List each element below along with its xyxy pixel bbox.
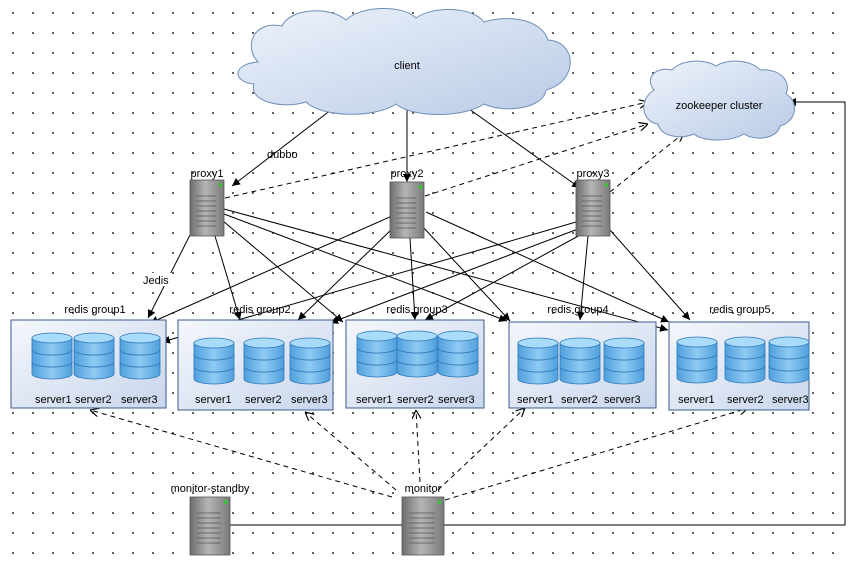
monitor-server	[401, 496, 445, 556]
monitor-standby-label: monitor-standby	[171, 483, 250, 495]
server-label: server1	[35, 394, 72, 406]
database-icon	[396, 330, 438, 378]
database-icon	[517, 337, 559, 385]
edge-proxy2-group4	[422, 226, 511, 322]
server-label: server3	[604, 394, 641, 406]
redis-group-label: redis group1	[64, 304, 125, 316]
server-label: server3	[772, 394, 809, 406]
server-label: server2	[727, 394, 764, 406]
redis-group-label: redis group4	[547, 304, 608, 316]
server-label: server2	[397, 394, 434, 406]
proxy3-label: proxy3	[576, 168, 609, 180]
dubbo-label: dubbo	[267, 149, 298, 161]
edge-proxy2-group2	[297, 227, 394, 321]
database-icon	[31, 332, 73, 380]
database-icon	[559, 337, 601, 385]
proxy1-label: proxy1	[190, 168, 223, 180]
database-icon	[73, 332, 115, 380]
server-label: server1	[195, 394, 232, 406]
proxy1-server	[189, 179, 225, 237]
zookeeper-cloud: zookeeper cluster	[643, 60, 795, 141]
edge-proxy2-zookeeper	[424, 124, 648, 197]
edge-proxy1-group2	[214, 235, 242, 321]
database-icon	[768, 336, 810, 384]
edge-monitor-group3	[416, 410, 420, 483]
redis-group-2: redis group2 server1 server2 server3	[177, 304, 334, 411]
edge-proxy1-zookeeper	[224, 102, 648, 199]
edge-proxy2-group3	[409, 237, 419, 321]
edge-monitor-zookeeper	[444, 98, 846, 526]
edge-client-proxy1	[231, 102, 341, 187]
server-label: server2	[561, 394, 598, 406]
redis-group-5: redis group5 server1 server2 server3	[668, 304, 810, 411]
server-label: server3	[438, 394, 475, 406]
redis-group-4: redis group4 server1 server2 server3	[508, 304, 657, 409]
edge-proxy1-group5	[223, 208, 669, 332]
server-label: server1	[356, 394, 393, 406]
database-icon	[603, 337, 645, 385]
proxy2-server	[389, 181, 425, 239]
client-cloud: client	[237, 8, 571, 115]
edge-proxy3-group5	[609, 229, 691, 321]
edge-proxy2-group5	[425, 211, 670, 323]
database-icon	[289, 337, 331, 385]
edge-proxy1-group3	[222, 220, 344, 323]
redis-group-label: redis group2	[229, 304, 290, 316]
database-icon	[724, 336, 766, 384]
database-icon	[437, 330, 479, 378]
edge-monitor-group1	[90, 410, 393, 498]
edge-proxy3-zookeeper	[609, 133, 684, 193]
edge-client-proxy3	[461, 103, 581, 189]
edge-proxy2-group1	[149, 215, 393, 324]
connectors	[90, 98, 846, 526]
database-icon	[243, 337, 285, 385]
edge-proxy3-group3	[424, 233, 583, 321]
redis-group-3: redis group3 server1 server2 server3	[345, 304, 485, 409]
jedis-label-bg	[140, 273, 172, 286]
client-label: client	[394, 60, 420, 72]
edge-monitor-group4	[437, 408, 525, 491]
database-icon	[676, 336, 718, 384]
server-label: server2	[245, 394, 282, 406]
zookeeper-label: zookeeper cluster	[676, 100, 763, 112]
server-label: server1	[517, 394, 554, 406]
edge-monitor-group5	[444, 408, 748, 501]
redis-group-label: redis group3	[386, 304, 447, 316]
server-label: server2	[75, 394, 112, 406]
server-label: server1	[678, 394, 715, 406]
database-icon	[119, 332, 161, 380]
server-label: server3	[291, 394, 328, 406]
database-icon	[356, 330, 398, 378]
redis-group-label: redis group5	[709, 304, 770, 316]
edge-proxy3-group2	[329, 228, 579, 324]
server-label: server3	[121, 394, 158, 406]
monitor-label: monitor	[405, 483, 442, 495]
proxy2-label: proxy2	[390, 168, 423, 180]
database-icon	[193, 337, 235, 385]
edge-proxy1-group4	[223, 213, 508, 322]
proxy3-server	[575, 179, 611, 237]
edge-proxy3-group4	[576, 235, 589, 321]
edge-monitor-group2	[305, 412, 397, 491]
jedis-label: Jedis	[143, 275, 169, 287]
monitor-standby-server	[189, 496, 231, 556]
